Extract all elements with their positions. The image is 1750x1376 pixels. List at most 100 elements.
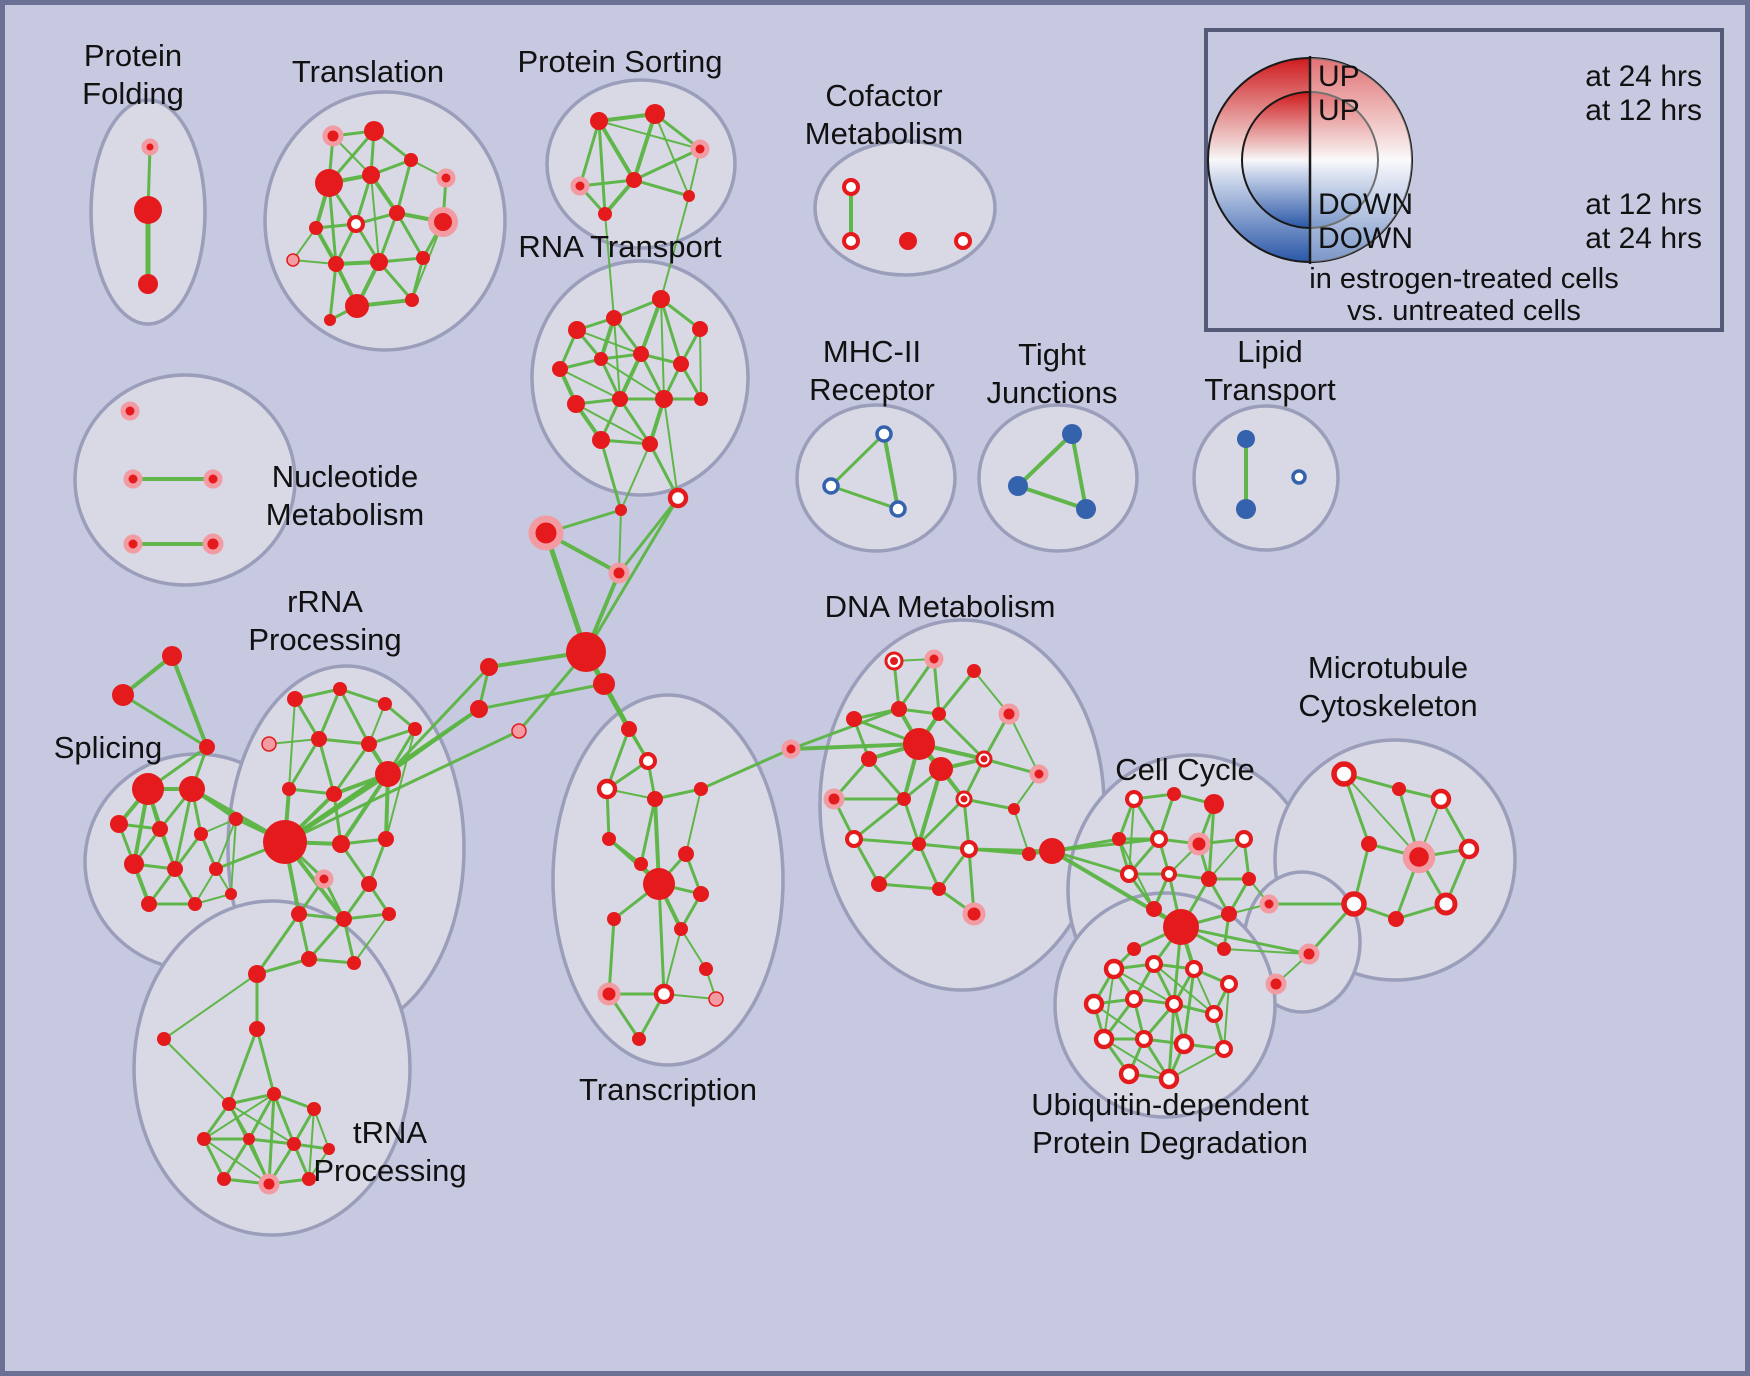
edge bbox=[877, 842, 921, 886]
edge bbox=[607, 917, 616, 996]
gene-node-up-solid-red bbox=[470, 700, 488, 718]
gene-node-up-red-with-pink-halo bbox=[781, 739, 801, 759]
gene-node-up-solid-red bbox=[382, 907, 396, 921]
edge bbox=[597, 119, 607, 216]
gene-node-up-red-ring-white-center bbox=[1125, 790, 1143, 808]
edge bbox=[829, 484, 900, 511]
edge bbox=[660, 195, 690, 300]
edge bbox=[599, 438, 623, 512]
gene-node-up-solid-red bbox=[291, 906, 307, 922]
gene-node-up-solid-red bbox=[110, 815, 128, 833]
edge bbox=[230, 818, 237, 895]
gene-node-up-solid-red bbox=[324, 314, 336, 326]
gene-node-up-red-ring-white-center bbox=[1135, 1030, 1153, 1048]
gene-node-up-solid-red bbox=[301, 951, 317, 967]
gene-node-up-solid-red bbox=[1217, 942, 1231, 956]
edge bbox=[982, 757, 1041, 776]
edge bbox=[699, 747, 793, 791]
gene-node-up-solid-red bbox=[594, 352, 608, 366]
edge bbox=[1008, 713, 1040, 775]
edge bbox=[222, 1137, 251, 1181]
edge bbox=[1223, 983, 1230, 1050]
gene-node-up-solid-red bbox=[1204, 794, 1224, 814]
gene-node-up-solid-red bbox=[678, 846, 694, 862]
gene-node-up-solid-red bbox=[1221, 906, 1237, 922]
gene-node-up-solid-red bbox=[1201, 871, 1217, 887]
gene-node-up-red-with-pink-halo bbox=[823, 788, 845, 810]
edge bbox=[163, 973, 258, 1040]
gene-node-up-solid-red bbox=[1112, 832, 1126, 846]
gene-node-up-red-ring-white-center bbox=[1161, 866, 1177, 882]
gene-node-up-solid-red bbox=[1388, 911, 1404, 927]
edge bbox=[660, 298, 665, 400]
gene-node-up-solid-red bbox=[693, 886, 709, 902]
gene-node-up-solid-red bbox=[566, 632, 606, 672]
edge bbox=[1016, 432, 1074, 488]
gene-node-up-red-with-pink-halo bbox=[120, 401, 140, 421]
cluster-cofactor-metabolism bbox=[813, 139, 997, 277]
gene-node-up-solid-red bbox=[846, 711, 862, 727]
gene-node-up-solid-red bbox=[1127, 942, 1141, 956]
gene-node-up-solid-red bbox=[345, 294, 369, 318]
edge bbox=[328, 262, 338, 322]
edge bbox=[215, 818, 237, 870]
edge bbox=[617, 496, 680, 575]
edge bbox=[247, 1092, 276, 1141]
gene-node-up-red-with-pink-halo bbox=[202, 533, 224, 555]
gene-node-down-blue-ring-white-center bbox=[875, 425, 893, 443]
cluster-label-transcription: Transcription bbox=[579, 1072, 757, 1107]
edge bbox=[867, 757, 906, 801]
edge bbox=[268, 738, 320, 745]
edge bbox=[313, 1108, 330, 1150]
edge bbox=[173, 787, 194, 871]
gene-node-up-red-ring-white-center bbox=[1458, 838, 1480, 860]
gene-node-up-solid-red bbox=[141, 896, 157, 912]
gene-node-up-solid-red bbox=[332, 835, 350, 853]
gene-node-up-solid-red bbox=[328, 256, 344, 272]
edge bbox=[937, 669, 976, 716]
cluster-mhc-ii-receptor bbox=[795, 403, 957, 553]
gene-node-up-solid-red bbox=[404, 153, 418, 167]
gene-node-up-red-ring-white-center bbox=[1185, 960, 1203, 978]
edge bbox=[255, 957, 311, 976]
edge bbox=[600, 358, 665, 400]
gene-node-up-red-with-pink-halo bbox=[1298, 943, 1320, 965]
gene-node-up-red-with-pink-halo bbox=[528, 515, 564, 551]
edge bbox=[267, 1092, 276, 1186]
edge bbox=[367, 727, 417, 746]
gene-node-up-red-ring-white-center bbox=[1165, 995, 1183, 1013]
edge bbox=[618, 509, 622, 574]
gene-node-up-solid-red bbox=[309, 221, 323, 235]
gene-node-up-red-with-pink-halo bbox=[998, 703, 1020, 725]
edge bbox=[338, 687, 371, 746]
edge bbox=[287, 737, 321, 791]
legend-direction-label: UP bbox=[1318, 60, 1360, 93]
edge bbox=[170, 654, 209, 749]
gene-node-up-red-ring-white-center bbox=[1093, 1028, 1115, 1050]
edge bbox=[410, 256, 425, 302]
gene-node-up-solid-red bbox=[932, 882, 946, 896]
gene-node-up-red-ring-white-center bbox=[1103, 958, 1125, 980]
edge bbox=[317, 737, 336, 796]
gene-node-up-solid-red bbox=[408, 722, 422, 736]
gene-node-up-red-ring-white-center bbox=[954, 232, 972, 250]
gene-node-up-solid-red bbox=[132, 773, 164, 805]
gene-node-up-red-ring-white-center bbox=[1341, 891, 1367, 917]
edge bbox=[203, 1093, 275, 1140]
edge bbox=[663, 928, 682, 995]
gene-node-up-red-ring-white-center bbox=[1083, 993, 1105, 1015]
gene-node-up-red-with-pink-halo bbox=[436, 168, 456, 188]
edge bbox=[659, 297, 683, 366]
gene-node-up-solid-red bbox=[249, 1021, 265, 1037]
edge bbox=[882, 432, 900, 511]
gene-node-up-solid-red bbox=[124, 854, 144, 874]
gene-node-up-solid-red bbox=[199, 739, 215, 755]
gene-node-up-solid-red bbox=[932, 707, 946, 721]
gene-node-up-solid-red bbox=[1008, 803, 1020, 815]
edge bbox=[699, 328, 702, 400]
edge bbox=[385, 728, 416, 840]
edge bbox=[317, 737, 371, 746]
